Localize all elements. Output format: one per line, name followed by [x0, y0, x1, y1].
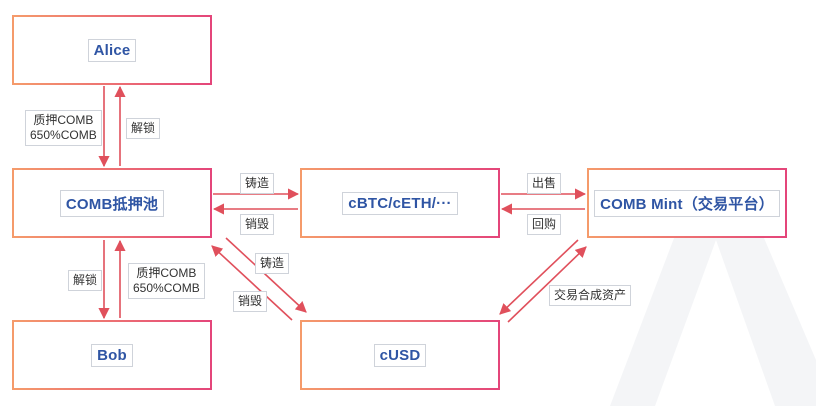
edge-label-bob-to-pool-line1: 质押COMB	[136, 266, 197, 280]
edge-label-mint-to-ctokens: 回购	[527, 214, 562, 235]
node-comb-mint-label: COMB Mint（交易平台）	[594, 189, 780, 217]
edge-label-pool-to-alice: 解锁	[126, 118, 161, 139]
node-ctokens-label: cBTC/cETH/···	[342, 191, 458, 215]
arrow-cusd-to-pool	[211, 245, 293, 321]
edge-label-pool-to-bob: 解锁	[68, 270, 103, 291]
node-comb-pool-label: COMB抵押池	[59, 189, 165, 217]
edge-label-alice-to-pool: 质押COMB 650%COMB	[25, 110, 102, 146]
edge-label-ctokens-to-mint: 出售	[527, 173, 562, 194]
edge-label-bob-to-pool: 质押COMB 650%COMB	[128, 263, 205, 299]
node-comb-mint: COMB Mint（交易平台）	[587, 168, 787, 238]
node-cusd: cUSD	[300, 320, 500, 390]
arrow-mint-to-cusd	[499, 239, 579, 315]
edge-label-ctokens-to-pool: 销毁	[240, 214, 275, 235]
edge-label-pool-to-ctokens: 铸造	[240, 173, 275, 194]
node-bob-label: Bob	[91, 343, 133, 367]
node-bob: Bob	[12, 320, 212, 390]
arrow-pool-to-cusd	[225, 237, 307, 313]
node-cusd-label: cUSD	[373, 343, 427, 367]
node-ctokens: cBTC/cETH/···	[300, 168, 500, 238]
edge-label-cusd-to-pool: 销毁	[233, 291, 268, 312]
node-alice-label: Alice	[87, 38, 137, 62]
node-alice: Alice	[12, 15, 212, 85]
arrow-cusd-to-mint	[507, 246, 587, 323]
edge-label-bob-to-pool-line2: 650%COMB	[133, 281, 200, 295]
edge-label-cusd-mint: 交易合成资产	[549, 285, 632, 306]
edge-label-alice-to-pool-line1: 质押COMB	[33, 113, 94, 127]
edge-label-pool-to-cusd: 铸造	[255, 253, 290, 274]
edge-label-alice-to-pool-line2: 650%COMB	[30, 128, 97, 142]
node-comb-pool: COMB抵押池	[12, 168, 212, 238]
